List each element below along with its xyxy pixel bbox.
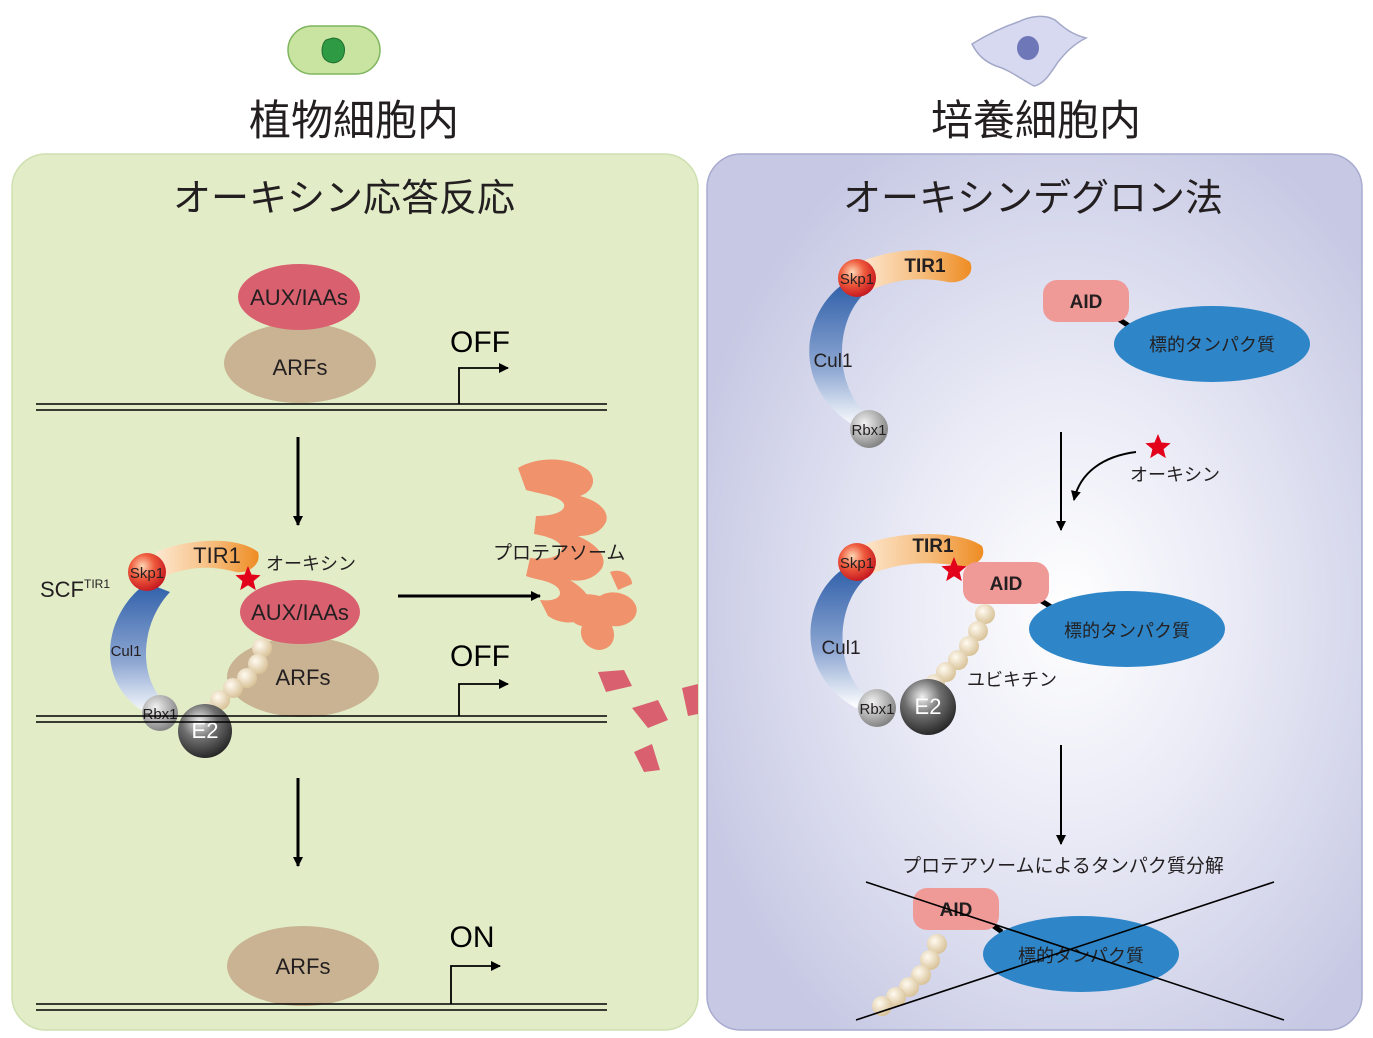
cul1-label: Cul1 [111, 643, 142, 660]
tir1-shape [156, 540, 259, 578]
rbx1-ball [850, 410, 888, 448]
tir1-shape [860, 250, 972, 294]
cul1-shape [110, 583, 170, 716]
right-title: オーキシンデグロン法 [843, 176, 1223, 220]
scf-label: SCFTIR1 [40, 577, 110, 602]
auxin-label: オーキシン [266, 554, 356, 575]
plant-cell-icon [287, 25, 381, 75]
promoter-arrow [458, 679, 509, 716]
cross-line [855, 881, 1275, 1021]
aux-iaa-label: AUX/IAAs [251, 600, 349, 625]
skp1-label: Skp1 [130, 565, 164, 582]
rbx1-label: Rbx1 [851, 422, 886, 439]
auxin-star [235, 566, 261, 591]
left-state-off-2: SCFTIR1 Skp1 TIR1 オーキシン AUX/IAAs ARFs Cu… [36, 540, 607, 758]
ubiquitin-chain [872, 934, 947, 1016]
degradation-label: プロテアソームによるタンパク質分解 [902, 855, 1224, 877]
promoter-arrow [450, 961, 501, 1004]
e2-label: E2 [915, 694, 942, 719]
auxin-star [941, 557, 967, 582]
right-caption: 培養細胞内 [931, 96, 1141, 145]
cul1-label: Cul1 [813, 351, 852, 372]
e2-ball [900, 679, 956, 735]
target-protein-label: 標的タンパク質 [1064, 621, 1190, 642]
target-protein-label: 標的タンパク質 [1149, 335, 1275, 356]
cultured-cell-icon [971, 15, 1089, 87]
right-state-3: プロテアソームによるタンパク質分解 AID 標的タンパク質 [855, 855, 1285, 1021]
left-caption: 植物細胞内 [249, 96, 459, 145]
switch-off-label: OFF [450, 640, 510, 673]
aid-label: AID [1070, 292, 1103, 313]
skp1-ball [838, 543, 876, 581]
aux-iaa-label: AUX/IAAs [250, 285, 348, 310]
tir1-shape [860, 534, 984, 578]
arfs-label: ARFs [276, 954, 331, 979]
target-protein-label: 標的タンパク質 [1018, 946, 1144, 967]
right-state-1: TIR1 Skp1 Cul1 Rbx1 AID 標的タンパク質 [809, 250, 1310, 448]
auxin-star [1145, 434, 1171, 459]
culture-panel: オーキシンデグロン法 TIR1 Skp1 Cul1 Rbx1 AID 標的タンパ… [706, 153, 1363, 1031]
tir1-label: TIR1 [912, 536, 954, 557]
aid-label: AID [940, 900, 973, 921]
left-state-on: ARFs ON [36, 921, 607, 1011]
tir1-label: TIR1 [193, 543, 241, 568]
auxin-entry-arrow [1071, 451, 1137, 501]
rbx1-label: Rbx1 [859, 701, 894, 718]
switch-on-label: ON [450, 921, 495, 954]
e2-ball [178, 704, 232, 758]
promoter-arrow [458, 363, 509, 404]
left-state-off-1: AUX/IAAs ARFs OFF [36, 264, 607, 411]
switch-off-label: OFF [450, 326, 510, 359]
skp1-label: Skp1 [840, 555, 874, 572]
cross-line [865, 881, 1285, 1021]
cul1-shape [810, 567, 870, 708]
rbx1-ball [858, 689, 896, 727]
rbx1-label: Rbx1 [142, 706, 177, 723]
cul1-label: Cul1 [821, 638, 860, 659]
skp1-ball [128, 553, 166, 591]
arfs-label: ARFs [276, 665, 331, 690]
tir1-label: TIR1 [904, 256, 946, 277]
proteasome-shape [518, 459, 637, 650]
cul1-shape [809, 282, 872, 428]
skp1-label: Skp1 [840, 271, 874, 288]
aid-label: AID [990, 574, 1023, 595]
arfs-label: ARFs [273, 355, 328, 380]
peptide-fragments [598, 670, 698, 772]
plant-panel: オーキシン応答反応 AUX/IAAs ARFs OFF [11, 153, 699, 1031]
auxin-label: オーキシン [1130, 465, 1220, 486]
skp1-ball [838, 259, 876, 297]
left-title: オーキシン応答反応 [173, 176, 515, 220]
right-state-2: TIR1 Skp1 Cul1 Rbx1 E2 AID 標的タンパク質 ユビキチン [810, 534, 1225, 735]
proteasome-label: プロテアソーム [493, 542, 625, 564]
ubiquitin-label: ユビキチン [967, 670, 1057, 691]
